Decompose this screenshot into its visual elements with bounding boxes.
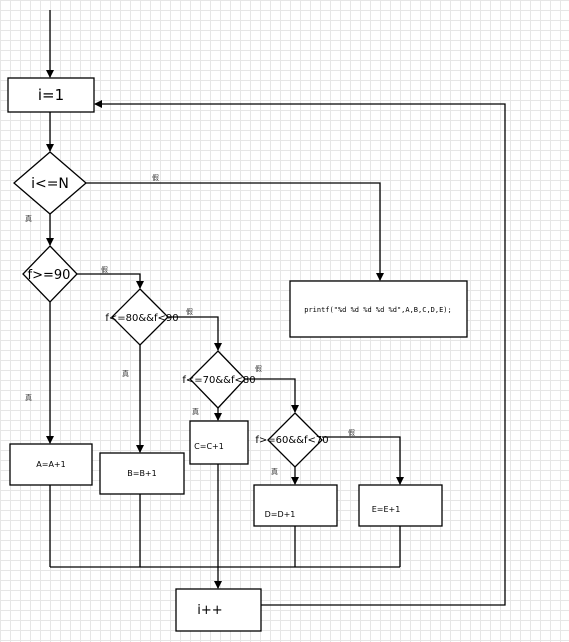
box-b-label: B=B+1 bbox=[127, 469, 156, 478]
decision-90-label: f>=90 bbox=[28, 268, 71, 283]
print-label: printf("%d %d %d %d %d",A,B,C,D,E); bbox=[304, 306, 452, 314]
label-60-false: 假 bbox=[348, 428, 355, 437]
box-b bbox=[99, 452, 185, 495]
loop-decision bbox=[13, 151, 87, 215]
box-i-inc-label: i++ bbox=[197, 603, 222, 618]
box-i-inc bbox=[175, 588, 262, 632]
decision-70-label: f<=70&&f<80 bbox=[182, 375, 255, 386]
init-label: i=1 bbox=[38, 86, 64, 104]
label-80-false: 假 bbox=[186, 307, 193, 316]
init-box bbox=[7, 77, 95, 113]
print-box bbox=[289, 280, 468, 338]
decision-80-label: f<=80&&f<90 bbox=[105, 313, 178, 324]
edge-80-false bbox=[168, 316, 222, 351]
edge-90-false bbox=[77, 273, 144, 289]
label-loop-true: 真 bbox=[25, 214, 32, 223]
label-90-false: 假 bbox=[101, 265, 108, 274]
label-60-true: 真 bbox=[271, 467, 278, 476]
box-c bbox=[189, 420, 249, 465]
label-70-true: 真 bbox=[192, 407, 199, 416]
label-70-false: 假 bbox=[255, 364, 262, 373]
label-80-true: 真 bbox=[122, 369, 129, 378]
box-e-label: E=E+1 bbox=[372, 505, 401, 514]
edge-70-false bbox=[245, 378, 299, 413]
box-d bbox=[253, 484, 338, 527]
box-c-label: C=C+1 bbox=[194, 442, 224, 451]
loop-decision-label: i<=N bbox=[31, 176, 69, 192]
box-a-label: A=A+1 bbox=[36, 460, 65, 469]
decision-90 bbox=[22, 245, 78, 303]
label-90-true: 真 bbox=[25, 393, 32, 402]
decision-70 bbox=[189, 350, 246, 409]
edge-loop-back bbox=[94, 100, 506, 606]
edge-60-false bbox=[322, 436, 404, 485]
decision-60-label: f>=60&&f<70 bbox=[255, 435, 328, 446]
decision-60 bbox=[267, 412, 323, 468]
decision-80 bbox=[111, 288, 169, 346]
edge-loop-false bbox=[86, 182, 384, 281]
box-e bbox=[358, 484, 443, 527]
box-d-label: D=D+1 bbox=[265, 510, 296, 519]
box-a bbox=[9, 443, 93, 486]
label-loop-false: 假 bbox=[152, 173, 159, 182]
